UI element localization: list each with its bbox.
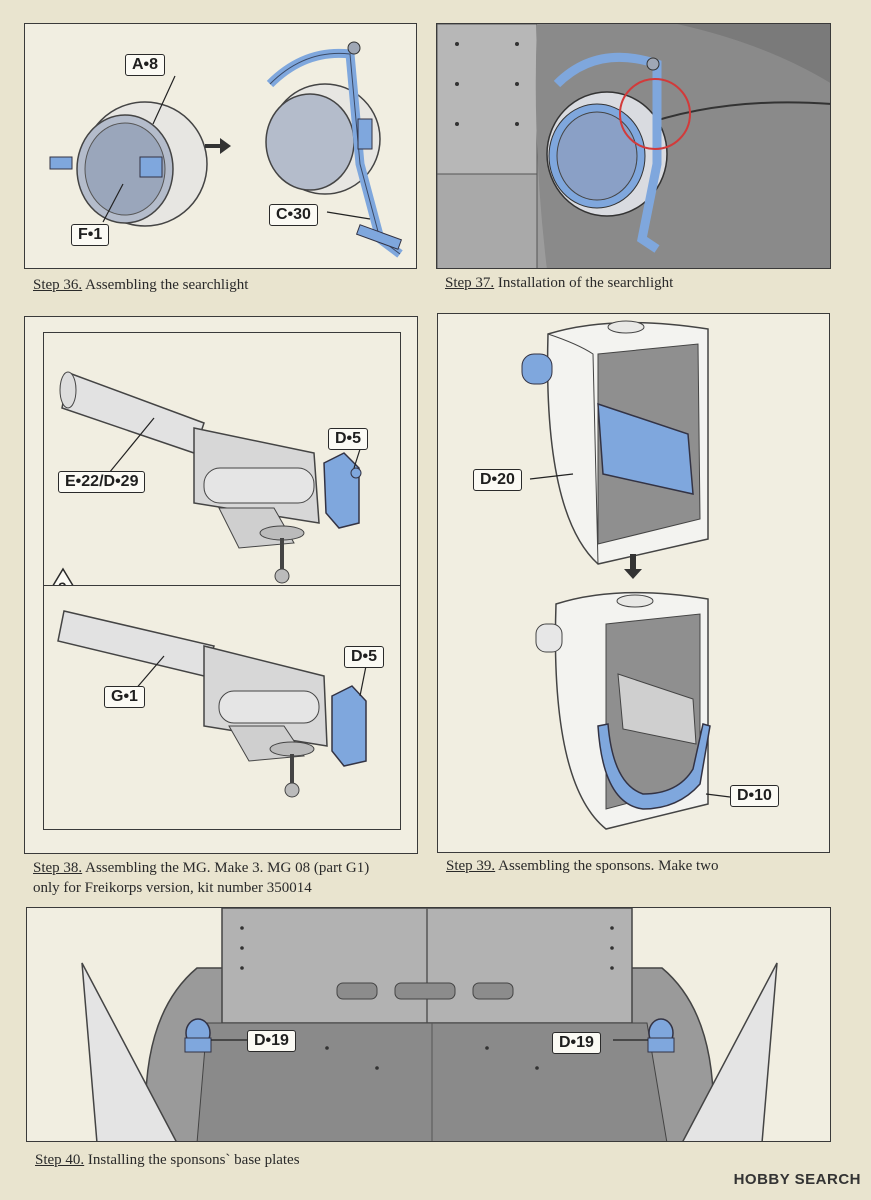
step38-panel: E•22/D•29 D•5 ? G•1 D•5 — [24, 316, 418, 854]
part-label-e22-d29: E•22/D•29 — [58, 471, 146, 493]
step38-caption-line2: only for Freikorps version, kit number 3… — [33, 880, 312, 896]
step39-caption: Step 39. Assembling the sponsons. Make t… — [446, 856, 719, 876]
step37-text: Installation of the searchlight — [497, 275, 674, 291]
step38-caption-line1: Step 38. Assembling the MG. Make 3. MG 0… — [33, 858, 369, 878]
step40-text: Installing the sponsons` base plates — [87, 1152, 300, 1168]
step37-caption: Step 37. Installation of the searchlight — [445, 273, 673, 293]
step38-text: Assembling the MG. Make 3. MG 08 (part G… — [85, 860, 370, 876]
part-label-c30: C•30 — [269, 204, 318, 226]
step39-text: Assembling the sponsons. Make two — [498, 858, 719, 874]
part-label-f1: F•1 — [71, 224, 110, 246]
step39-panel: D•20 D•10 — [437, 313, 830, 853]
step38-upper-box: E•22/D•29 D•5 — [43, 332, 401, 589]
watermark: HOBBY SEARCH — [733, 1171, 861, 1188]
searchlight-installation-drawing — [437, 24, 830, 268]
step40-number: Step 40. — [35, 1152, 85, 1168]
step36-panel: A•8 F•1 C•30 — [24, 23, 417, 269]
part-label-d19-left: D•19 — [247, 1030, 296, 1052]
mg08-freikorps-drawing — [57, 610, 367, 798]
part-label-d19-right: D•19 — [552, 1032, 601, 1054]
step36-caption: Step 36. Assembling the searchlight — [33, 275, 248, 295]
part-label-d10: D•10 — [730, 785, 779, 807]
sponson-drawing — [521, 320, 731, 830]
part-label-a8: A•8 — [125, 54, 166, 76]
step36-text: Assembling the searchlight — [85, 277, 249, 293]
part-label-d5-lower: D•5 — [344, 646, 385, 668]
step38-lower-box: G•1 D•5 — [43, 585, 401, 830]
step40-panel: D•19 D•19 — [26, 907, 831, 1142]
step40-caption: Step 40. Installing the sponsons` base p… — [35, 1150, 300, 1170]
searchlight-drawing — [49, 41, 403, 258]
step36-number: Step 36. — [33, 277, 83, 293]
part-label-g1: G•1 — [104, 686, 145, 708]
step39-number: Step 39. — [446, 858, 496, 874]
step37-panel — [436, 23, 831, 269]
part-label-d20: D•20 — [473, 469, 522, 491]
hull-interior-drawing — [27, 908, 830, 1141]
step37-number: Step 37. — [445, 275, 495, 291]
step38-number: Step 38. — [33, 860, 83, 876]
part-label-d5-upper: D•5 — [328, 428, 369, 450]
mg08-drawing — [59, 371, 363, 584]
step38-caption: Step 38. Assembling the MG. Make 3. MG 0… — [33, 858, 369, 898]
